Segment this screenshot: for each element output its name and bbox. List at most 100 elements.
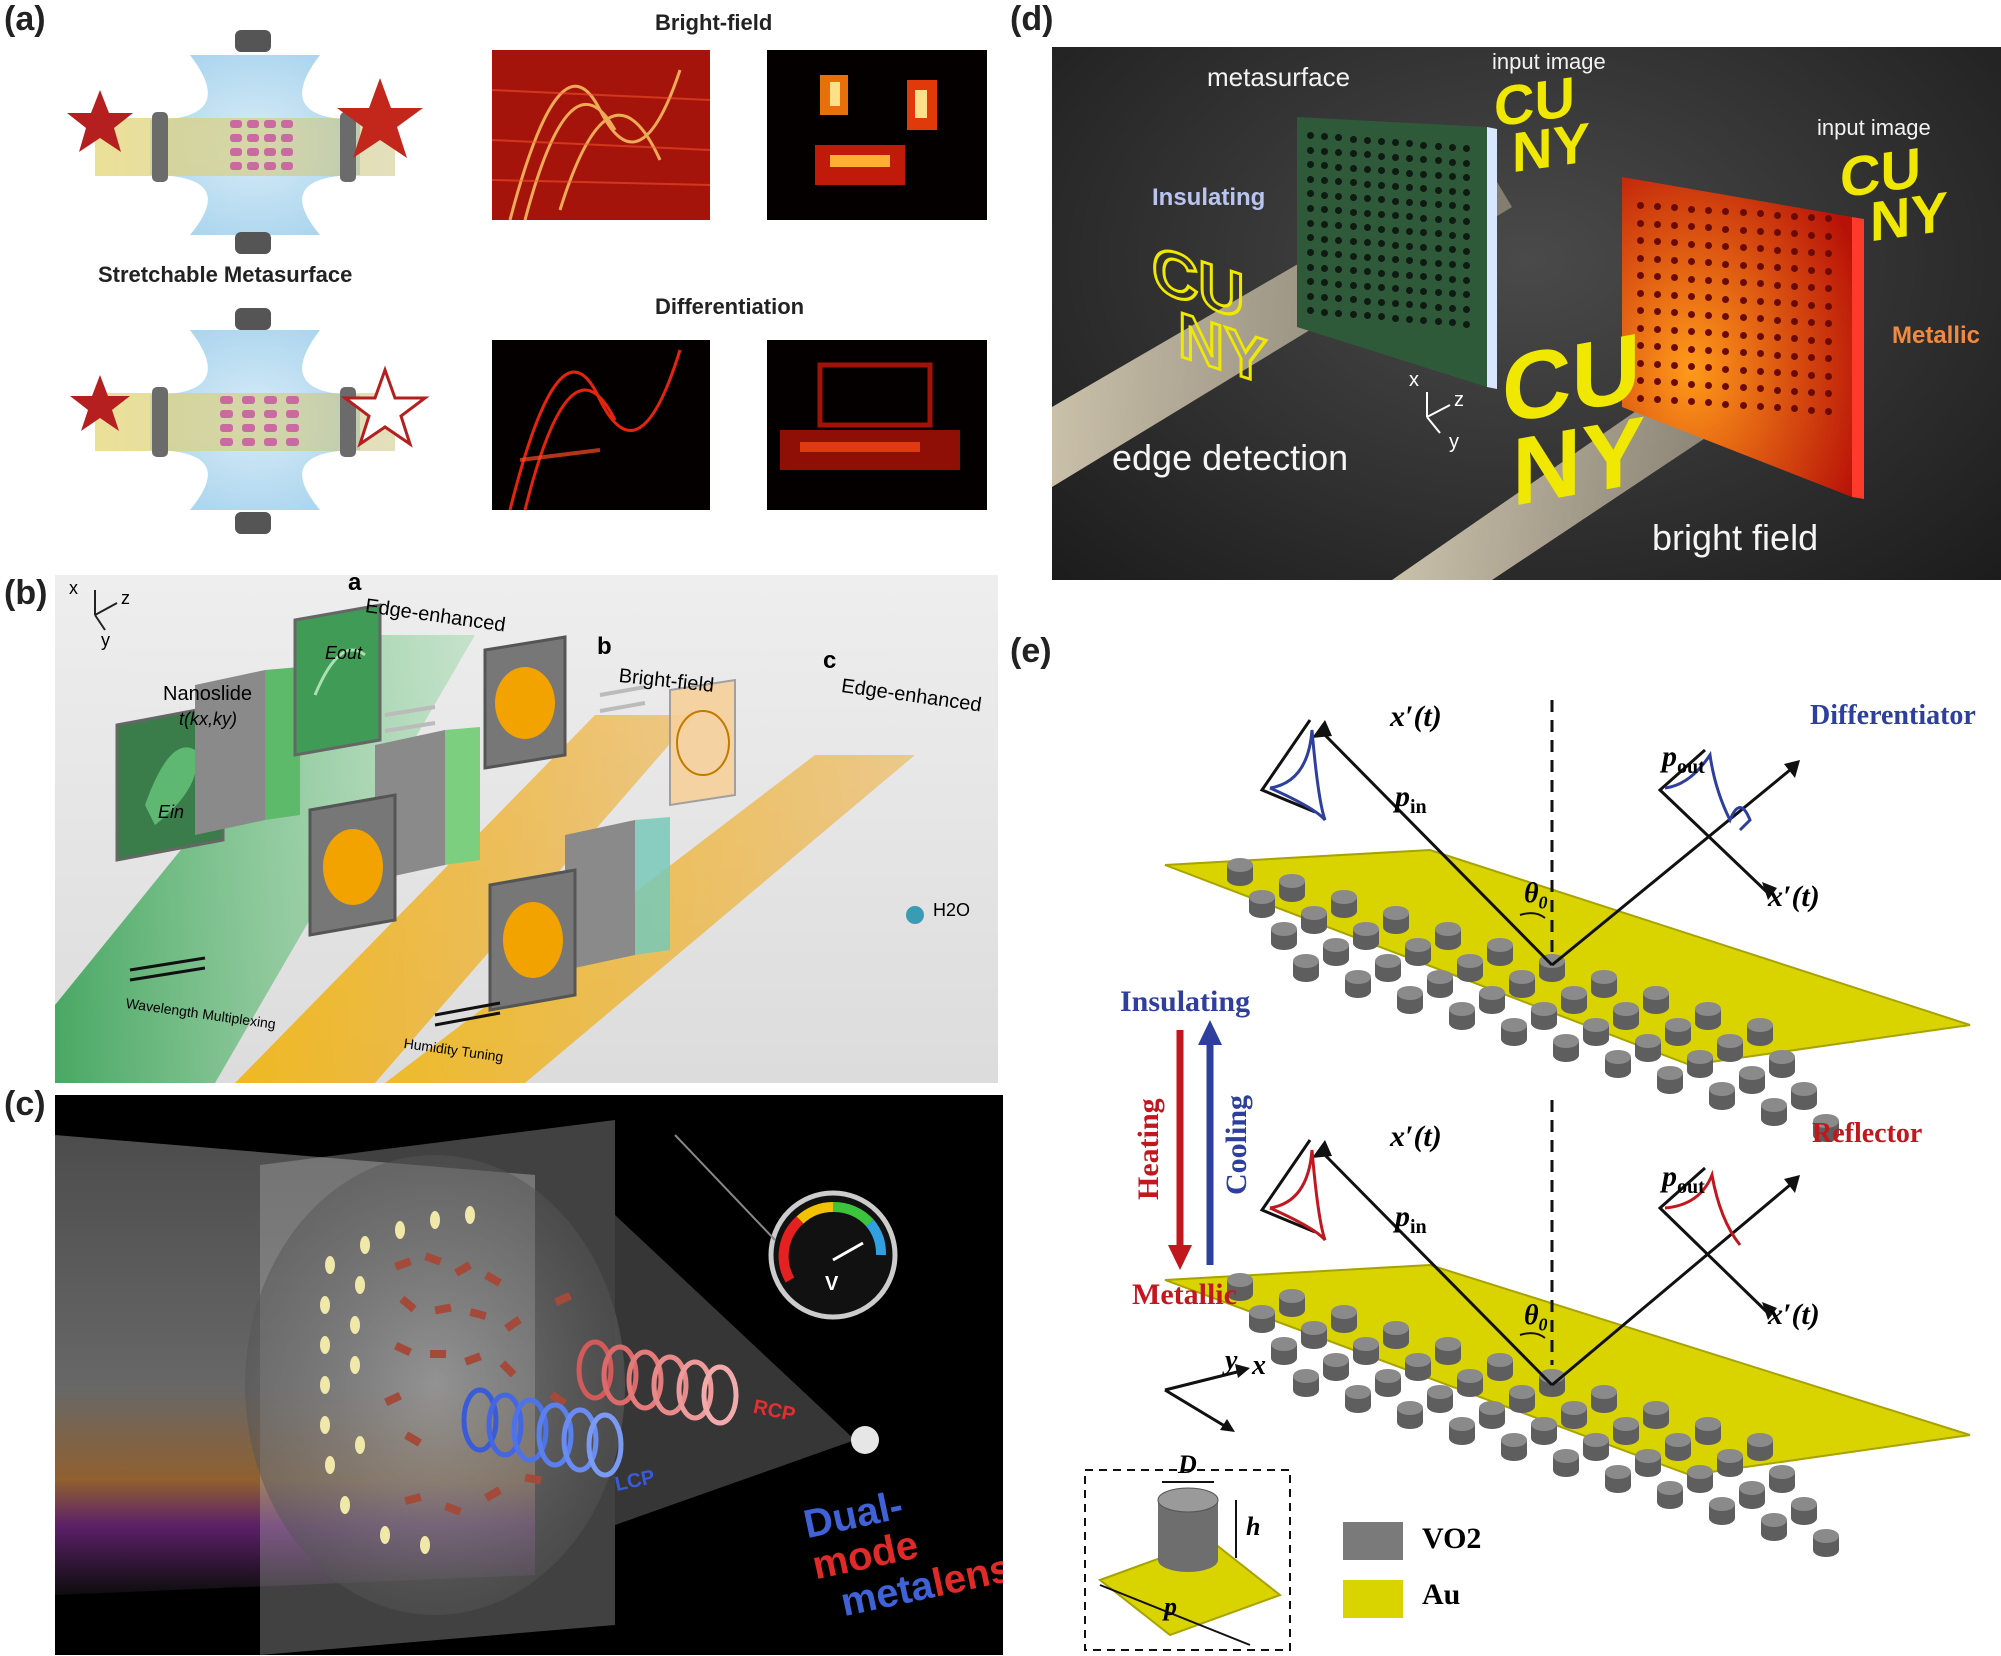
vo2-pillar	[1643, 1401, 1669, 1429]
metasurface-hole	[1671, 204, 1679, 212]
metasurface-hole	[1335, 309, 1343, 317]
vo2-pillar	[1531, 1002, 1557, 1030]
vo2-pillar	[1227, 1273, 1253, 1301]
axis-z-d: z	[1454, 389, 1464, 411]
metasurface-hole	[1688, 275, 1696, 283]
vo2-pillar	[1375, 1369, 1401, 1397]
cuny-input-2: CU NY	[1840, 135, 1948, 253]
inset-p-label: p	[1164, 1592, 1177, 1621]
metasurface-hole	[1705, 294, 1713, 302]
metasurface-hole	[1335, 149, 1343, 156]
theta-top-symbol: θ	[1524, 878, 1539, 909]
metasurface-hole	[1688, 258, 1696, 266]
metasurface-hole	[1807, 301, 1815, 309]
metasurface-hole	[1392, 270, 1399, 278]
sub-label-c: c	[823, 647, 837, 674]
metasurface-hole	[1637, 377, 1644, 384]
metasurface-hole	[1406, 315, 1414, 323]
voltage-gauge	[768, 1190, 898, 1320]
water-molecule-icon	[906, 906, 924, 924]
vo2-pillar	[1383, 906, 1409, 934]
metasurface-hole	[1705, 346, 1713, 354]
vo2-pillar	[1769, 1050, 1795, 1078]
cuny-bright-ny: NY	[1512, 396, 1646, 527]
differentiation-image-2	[767, 340, 987, 510]
metasurface-hole	[1722, 365, 1730, 373]
metasurface-hole	[1349, 281, 1357, 289]
metasurface-hole	[1335, 178, 1343, 186]
axes-d	[1426, 392, 1451, 434]
metasurface-hole	[1335, 236, 1343, 244]
metasurface-hole	[1654, 395, 1662, 403]
metasurface-hole	[1420, 287, 1428, 295]
metasurface-hole	[1705, 311, 1713, 319]
metasurface-hole	[1406, 198, 1414, 206]
vo2-pillar	[1345, 1385, 1371, 1413]
x-prime-in-top: x′(t)	[1390, 700, 1442, 733]
vo2-pillar	[1813, 1529, 1839, 1557]
metasurface-hole	[1377, 298, 1385, 306]
vo2-pillar	[1353, 1337, 1379, 1365]
metasurface-hole	[1773, 211, 1781, 219]
insulating-label-e: Insulating	[1120, 985, 1251, 1018]
bright-field-strawberry	[483, 635, 567, 770]
vo2-pillar	[1479, 986, 1505, 1014]
metasurface-hole	[1688, 328, 1696, 336]
unit-cell-inset	[1084, 1469, 1291, 1651]
metasurface-hole	[1420, 185, 1428, 193]
vo2-pillar	[1249, 1305, 1275, 1333]
metasurface-unstretched	[67, 30, 423, 254]
metasurface-hole	[1654, 220, 1662, 228]
vo2-pillar	[1375, 954, 1401, 982]
metasurface-hole	[1637, 254, 1644, 262]
metasurface-hole	[1349, 296, 1357, 304]
metasurface-hole	[1688, 398, 1696, 406]
output-edge-leaf	[293, 603, 382, 757]
metasurface-hole	[1349, 237, 1357, 245]
metasurface-hole	[1448, 202, 1456, 210]
metasurface-hole	[1335, 192, 1343, 200]
metasurface-hole	[1406, 286, 1414, 294]
metasurface-hole	[1722, 278, 1730, 285]
input-pulse-bottom	[1269, 1149, 1327, 1242]
p-in-top-sub: in	[1410, 796, 1427, 818]
edge-detection-label: edge detection	[1112, 437, 1349, 478]
metasurface-hole	[1434, 318, 1442, 326]
vo2-pillar	[1665, 1433, 1691, 1461]
metasurface-hole	[1448, 275, 1456, 283]
tuning-arrows	[129, 956, 501, 1027]
vo2-pillar	[1405, 1353, 1431, 1381]
vo2-pillar	[1501, 1018, 1527, 1046]
nanoslide-label: Nanoslide	[163, 683, 252, 705]
output-star	[337, 78, 423, 158]
metasurface-hole	[1462, 247, 1470, 255]
vo2-pillar	[1353, 922, 1379, 950]
stretchable-metasurface-illustration	[67, 30, 987, 534]
metasurface-hole	[1790, 247, 1798, 255]
metasurface-hole	[1406, 155, 1414, 162]
metasurface-hole	[1654, 308, 1662, 316]
metasurface-hole	[1756, 262, 1764, 270]
metasurface-hole	[1756, 297, 1764, 305]
metasurface-hole	[1773, 316, 1781, 324]
p-in-bottom-sub: in	[1410, 1216, 1427, 1238]
metasurface-hole	[1462, 218, 1470, 226]
metasurface-hole	[1756, 315, 1764, 323]
vo2-pillar	[1487, 938, 1513, 966]
metasurface-hole	[1807, 266, 1815, 274]
metasurface-hole	[1705, 259, 1713, 267]
vo2-pillar	[1279, 1289, 1305, 1317]
metasurface-hole	[1392, 299, 1399, 307]
differentiated-pulse	[1664, 750, 1752, 832]
metasurface-hole	[1307, 132, 1314, 139]
edge-star-output	[340, 365, 430, 448]
metasurface-hole	[1824, 215, 1832, 223]
x-prime-out-bottom: x′(t)	[1768, 1298, 1820, 1331]
metasurface-hole	[1773, 229, 1781, 237]
metasurface-hole	[1392, 241, 1399, 249]
metasurface-hole	[1637, 237, 1644, 244]
vo2-pillar	[1323, 1353, 1349, 1381]
metasurface-hole	[1434, 186, 1442, 194]
metasurface-hole	[1705, 399, 1713, 407]
metasurface-hole	[1462, 174, 1470, 182]
